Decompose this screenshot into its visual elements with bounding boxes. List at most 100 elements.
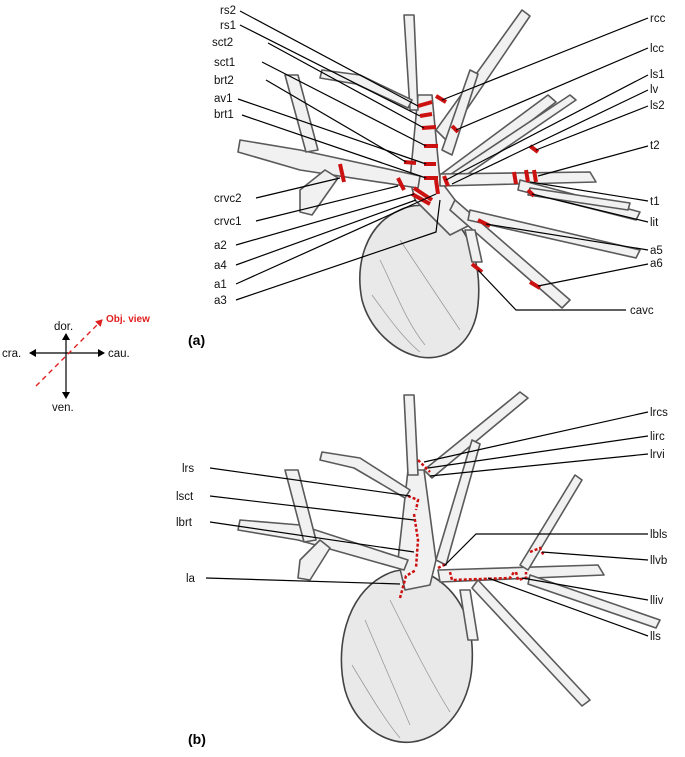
branch-a-13	[449, 199, 571, 309]
branch-b-1	[403, 394, 419, 476]
dorsal-label: dor.	[54, 321, 73, 333]
orientation-compass: dor. ven. cra. cau. Obj. view	[2, 314, 150, 414]
cut-mark	[396, 177, 406, 191]
label-cavc: cavc	[630, 305, 654, 317]
cut-mark	[412, 186, 434, 202]
label-la: la	[186, 573, 196, 585]
leader-line	[209, 495, 415, 521]
cut-mark	[419, 112, 433, 118]
labels-a: rs2 rs1 sct2 sct1 brt2 av1 brt1 crvc2 cr…	[188, 5, 666, 348]
cut-mark	[442, 175, 450, 187]
cranial-label: cra.	[2, 348, 21, 360]
object-view-label: Obj. view	[106, 314, 150, 325]
leader-line	[541, 551, 649, 561]
label-lirc: lirc	[650, 431, 665, 443]
cut-mark	[411, 192, 431, 206]
label-ls1: ls1	[650, 69, 665, 81]
panel-b-vessel-model	[237, 391, 661, 744]
label-a2: a2	[214, 240, 227, 252]
leader-line	[255, 185, 399, 222]
cut-mark	[528, 144, 540, 154]
cut-mark	[403, 160, 417, 165]
leader-line	[237, 98, 427, 165]
cut-mark	[470, 262, 484, 274]
branch-b-4	[319, 451, 411, 499]
panel-b-tag: (b)	[188, 731, 206, 747]
cut-mark	[512, 171, 518, 185]
label-sct2: sct2	[212, 37, 233, 49]
label-a3: a3	[214, 295, 227, 307]
branch-a-7	[439, 171, 597, 187]
label-lls: lls	[650, 631, 661, 643]
dashed-bracket	[417, 459, 431, 473]
dashed-bracket	[398, 568, 417, 599]
branch-a-9	[527, 187, 631, 211]
label-lit: lit	[650, 217, 659, 229]
leader-lines-a	[235, 10, 649, 311]
cut-mark	[434, 94, 448, 104]
leader-line	[209, 521, 415, 553]
leader-line	[521, 577, 649, 601]
leader-line	[443, 533, 648, 567]
label-llvb: llvb	[650, 555, 667, 567]
label-lliv: lliv	[650, 595, 664, 607]
leader-line	[265, 79, 407, 163]
label-a4: a4	[214, 260, 227, 272]
leader-line	[205, 577, 401, 585]
ventral-label: ven.	[52, 402, 74, 414]
label-lrs: lrs	[182, 463, 194, 475]
label-lsct: lsct	[176, 491, 194, 503]
branch-b-5	[437, 564, 605, 583]
label-ls2: ls2	[650, 100, 665, 112]
leader-line	[427, 435, 649, 469]
cut-mark	[338, 163, 346, 183]
heart-a-shading	[371, 239, 461, 353]
branch-a-11	[284, 74, 319, 153]
label-lrcs: lrcs	[650, 407, 668, 419]
leader-line	[529, 181, 649, 202]
branch-a-10	[237, 139, 421, 189]
label-rs1: rs1	[220, 20, 236, 32]
leader-line	[535, 105, 649, 151]
dashed-bracket	[412, 513, 420, 569]
panel-a-vessel-model	[237, 9, 641, 359]
leader-lines-b	[205, 411, 649, 637]
label-a6: a6	[650, 258, 663, 270]
leader-line	[209, 467, 411, 497]
cut-mark	[450, 124, 460, 134]
label-av1: av1	[214, 93, 233, 105]
leader-line	[261, 61, 427, 147]
label-crvc2: crvc2	[214, 193, 241, 205]
label-brt2: brt2	[214, 75, 234, 87]
leader-line	[255, 177, 341, 199]
leader-line	[485, 223, 649, 251]
branch-b-6	[519, 474, 583, 571]
dashed-bracket	[529, 546, 546, 557]
leader-line	[441, 17, 649, 101]
branch-a-15	[464, 229, 483, 263]
object-view-arrow	[35, 319, 103, 387]
branch-a-1	[403, 14, 419, 111]
label-lv: lv	[650, 84, 659, 96]
branch-b-2	[423, 391, 529, 479]
leader-line	[445, 74, 649, 181]
branch-a-14	[467, 209, 641, 259]
label-lcc: lcc	[650, 43, 664, 55]
label-sct1: sct1	[214, 57, 235, 69]
leader-line	[267, 42, 425, 129]
leader-line	[235, 199, 441, 301]
label-brt1: brt1	[214, 109, 234, 121]
leader-line	[241, 114, 427, 179]
branch-b-11	[471, 579, 591, 707]
branch-b-12	[459, 589, 479, 641]
labels-b: lrs lsct lbrt la lrcs lirc lrvi lbls llv…	[176, 407, 668, 747]
cut-mark	[417, 100, 433, 108]
label-lbrt: lbrt	[176, 517, 193, 529]
leader-line	[477, 269, 626, 311]
panel-a-tag: (a)	[188, 332, 205, 348]
leader-line	[239, 10, 419, 107]
branch-b-7	[527, 574, 661, 629]
heart-b	[340, 568, 474, 744]
branch-a-3	[441, 69, 479, 156]
